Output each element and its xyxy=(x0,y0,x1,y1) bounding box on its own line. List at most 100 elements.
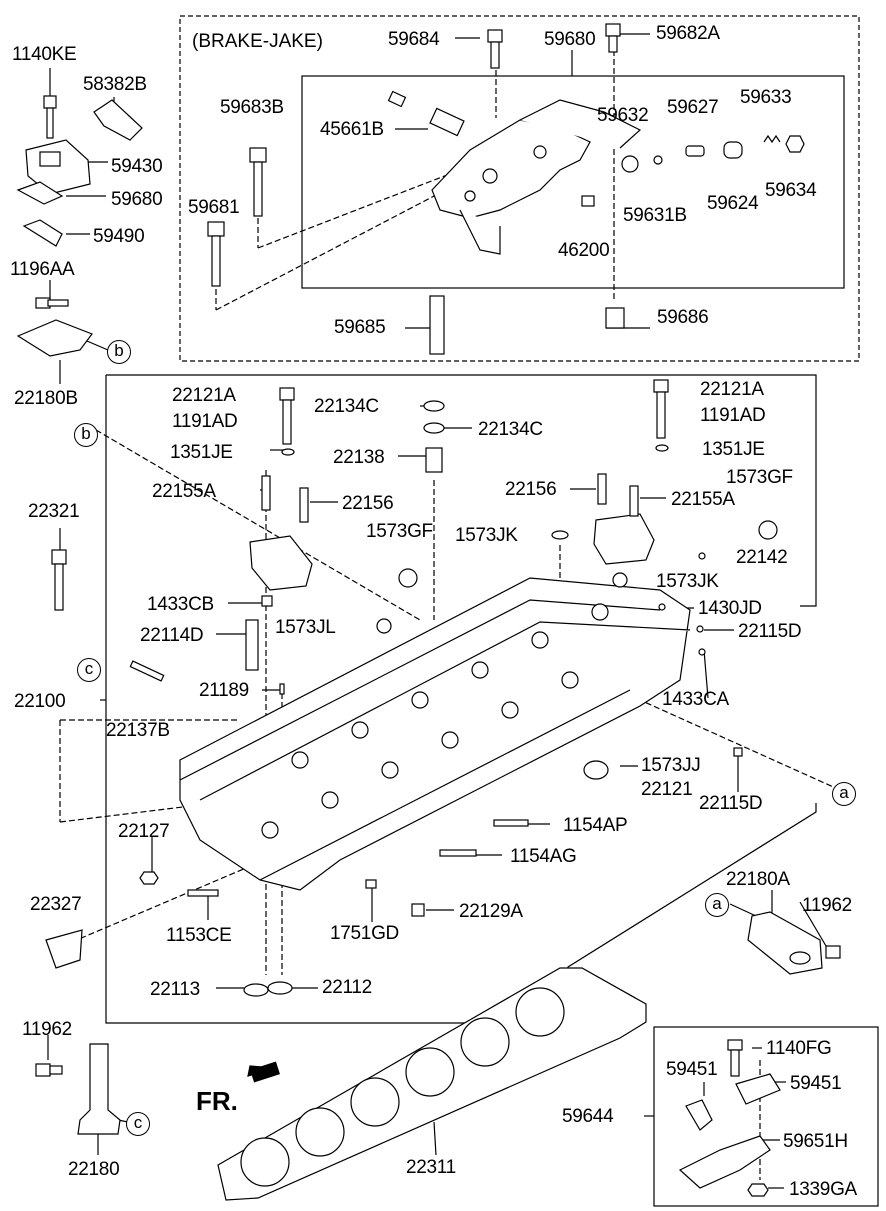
stud-1154AP xyxy=(493,819,529,827)
part-label-22155A-right: 22155A xyxy=(671,489,735,510)
part-label-59651H: 59651H xyxy=(783,1131,848,1152)
bolt-22156-left xyxy=(299,487,309,523)
washer-1351JE-left xyxy=(281,448,295,456)
dowel-1433CB xyxy=(261,595,273,607)
part-label-1433CB: 1433CB xyxy=(147,594,214,615)
part-label-1196AA: 1196AA xyxy=(10,259,75,280)
cylinder-head-block xyxy=(179,577,691,891)
ref-circle-b: b xyxy=(74,423,98,447)
part-label-22115D-b: 22115D xyxy=(699,793,763,814)
plug-1573JK-b xyxy=(612,572,628,588)
part-label-1573GF-right: 1573GF xyxy=(726,467,793,488)
part-label-59631B: 59631B xyxy=(623,205,687,226)
sleeve-59686 xyxy=(605,307,625,329)
spring-59633 xyxy=(763,134,781,144)
part-label-11962-right: 11962 xyxy=(802,895,852,916)
part-label-59684: 59684 xyxy=(388,29,440,50)
part-label-1153CE: 1153CE xyxy=(166,925,232,946)
seal-22113 xyxy=(243,983,269,997)
part-label-59685: 59685 xyxy=(334,317,386,338)
stud-1154AG xyxy=(439,849,477,857)
bracket-59651H xyxy=(678,1135,771,1189)
part-label-1140FG: 1140FG xyxy=(766,1038,832,1059)
part-label-1351JE-right: 1351JE xyxy=(702,439,765,460)
bolt-22129A xyxy=(411,903,425,917)
front-direction-label: FR. xyxy=(196,1086,238,1116)
plug-1751GD xyxy=(365,879,377,889)
part-label-22127: 22127 xyxy=(118,821,170,842)
washer-59631B xyxy=(653,155,663,165)
part-label-22112: 22112 xyxy=(322,977,372,998)
part-label-22156-right: 22156 xyxy=(505,479,557,500)
bracket-59451-b xyxy=(735,1073,781,1105)
bolt-59684 xyxy=(487,29,503,69)
part-label-1339GA: 1339GA xyxy=(789,1179,857,1200)
part-label-22121A-right: 22121A xyxy=(700,379,764,400)
part-label-11962-left: 11962 xyxy=(22,1019,72,1040)
part-label-22138: 22138 xyxy=(333,447,385,468)
part-label-59681: 59681 xyxy=(188,197,240,218)
section-title: (BRAKE-JAKE) xyxy=(192,31,323,52)
part-label-22115D-a: 22115D xyxy=(738,621,802,642)
sleeve-59685 xyxy=(429,295,445,355)
seal-22112 xyxy=(267,981,293,995)
part-label-59634: 59634 xyxy=(765,180,817,201)
pin-1433CA xyxy=(698,648,706,656)
brake-jake-housing xyxy=(431,99,642,255)
plug-46200 xyxy=(581,195,595,207)
part-label-1573JL: 1573JL xyxy=(275,617,336,638)
part-label-22134C-a: 22134C xyxy=(314,396,379,417)
pin-59627 xyxy=(685,145,705,157)
part-label-1433CA: 1433CA xyxy=(662,689,729,710)
part-label-45661B: 45661B xyxy=(320,119,384,140)
plug-22115D-b xyxy=(733,747,743,757)
part-label-1154AP: 1154AP xyxy=(563,815,628,836)
bolt-59683B xyxy=(249,147,267,217)
part-label-1430JD: 1430JD xyxy=(698,598,762,619)
plug-1573JK-a xyxy=(551,530,569,540)
stud-1153CE xyxy=(187,889,219,897)
brake-jake-frame xyxy=(179,15,860,362)
bolt-22155A-right xyxy=(629,485,639,517)
part-label-22134C-b: 22134C xyxy=(478,419,543,440)
bolt-11962-left xyxy=(35,1063,63,1077)
plug-1573JJ xyxy=(583,760,609,780)
part-label-22129A: 22129A xyxy=(459,901,523,922)
head-gasket-22311 xyxy=(217,967,647,1201)
tube-22114D xyxy=(245,619,259,671)
part-label-59451-a: 59451 xyxy=(666,1059,718,1080)
ring-59632 xyxy=(621,155,639,173)
bolt-59681 xyxy=(207,221,225,287)
stud-22137B xyxy=(129,660,165,682)
part-label-58382B: 58382B xyxy=(83,74,147,95)
part-label-59430: 59430 xyxy=(111,156,163,177)
pin-22142 xyxy=(698,552,706,560)
part-label-22311: 22311 xyxy=(406,1157,456,1178)
nut-22127 xyxy=(139,871,159,885)
bracket-22180B xyxy=(16,319,93,357)
rocker-59680-left xyxy=(16,181,64,205)
bolt-59682A xyxy=(605,23,621,53)
part-label-59624: 59624 xyxy=(707,193,759,214)
part-label-1573GF-mid: 1573GF xyxy=(366,521,433,542)
part-label-1573JK-b: 1573JK xyxy=(656,571,719,592)
part-label-21189: 21189 xyxy=(199,680,249,701)
part-label-22155A-left: 22155A xyxy=(152,481,216,502)
bolt-1140KE xyxy=(43,95,57,139)
plug-1573JL xyxy=(376,618,392,634)
lever-59490 xyxy=(22,219,63,247)
bolt-22155A-left xyxy=(261,475,271,511)
part-label-59632: 59632 xyxy=(597,105,649,126)
part-label-22121: 22121 xyxy=(641,779,693,800)
part-label-59680-top: 59680 xyxy=(544,29,596,50)
part-label-59490: 59490 xyxy=(93,226,145,247)
part-label-1191AD-left: 1191AD xyxy=(172,411,238,432)
ref-circle-b-top: b xyxy=(107,340,131,364)
part-label-22100: 22100 xyxy=(14,691,66,712)
part-label-22137B: 22137B xyxy=(106,720,170,741)
part-label-22121A-left: 22121A xyxy=(172,385,236,406)
bolt-1140FG xyxy=(727,1039,743,1077)
part-label-59627: 59627 xyxy=(667,97,719,118)
bolt-22121A-left xyxy=(279,387,295,445)
